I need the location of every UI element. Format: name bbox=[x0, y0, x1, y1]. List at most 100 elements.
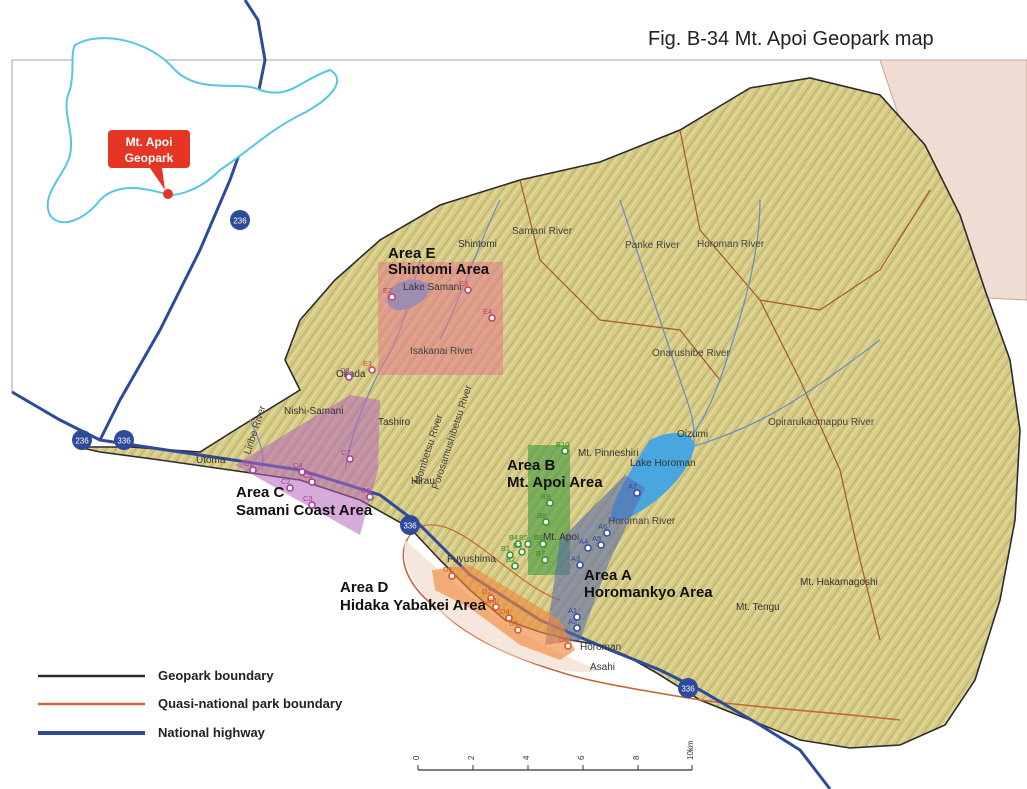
site-dot bbox=[564, 642, 572, 650]
river-label: Onarushibe River bbox=[652, 348, 730, 359]
location-pin-icon bbox=[163, 189, 173, 199]
legend-item: Quasi-national park boundary bbox=[38, 696, 343, 711]
site-dot bbox=[345, 373, 353, 381]
site-dot bbox=[561, 447, 569, 455]
area-e-overlay bbox=[378, 262, 503, 375]
area-e-label: Area E bbox=[388, 245, 436, 262]
site-label: B3 bbox=[513, 541, 522, 550]
place-label: Asahi bbox=[590, 662, 615, 673]
site-dot bbox=[308, 501, 316, 509]
inset-label-line2: Geopark bbox=[125, 151, 174, 165]
site-marker: A6 bbox=[598, 522, 611, 537]
site-dot bbox=[576, 561, 584, 569]
river-label: Horoman River bbox=[608, 516, 676, 527]
site-marker: C8 bbox=[340, 366, 353, 381]
area-e-name: Shintomi Area bbox=[388, 261, 490, 278]
svg-text:336: 336 bbox=[681, 685, 695, 694]
area-a-overlay bbox=[545, 475, 645, 645]
site-dot bbox=[633, 489, 641, 497]
scale-tick-label: 0 bbox=[412, 755, 421, 760]
site-dot bbox=[448, 572, 456, 580]
site-label: C4 bbox=[293, 461, 303, 470]
site-label: C3 bbox=[303, 494, 313, 503]
place-label: Shintomi bbox=[458, 239, 497, 250]
apoi-geopark-callout bbox=[108, 130, 190, 168]
site-label: C6 bbox=[361, 486, 371, 495]
hokkaido-outline bbox=[46, 37, 339, 224]
site-dot bbox=[518, 548, 526, 556]
site-label: A5 bbox=[592, 534, 601, 543]
site-marker: A7 bbox=[628, 482, 641, 497]
site-label: A6 bbox=[598, 522, 607, 531]
site-marker: C2 bbox=[281, 477, 294, 492]
site-label: B5 bbox=[519, 533, 528, 542]
site-dot bbox=[346, 455, 354, 463]
site-dot bbox=[366, 493, 374, 501]
site-marker: C3 bbox=[303, 494, 316, 509]
place-label: Nishi-Samani bbox=[284, 406, 343, 417]
inset-label-line1: Mt. Apoi bbox=[126, 135, 173, 149]
place-label: Tashiro bbox=[378, 417, 411, 428]
svg-text:336: 336 bbox=[403, 522, 417, 531]
area-d-name: Hidaka Yabakei Area bbox=[340, 597, 487, 614]
place-label: Hirau bbox=[411, 476, 435, 487]
site-label: B1 bbox=[501, 544, 510, 553]
site-label: A4 bbox=[579, 537, 588, 546]
scale-tick-label: 10km bbox=[686, 740, 695, 760]
site-marker: D2 bbox=[482, 587, 495, 602]
area-b-name: Mt. Apoi Area bbox=[507, 474, 603, 491]
area-labels: Area E Shintomi Area Area C Samani Coast… bbox=[236, 245, 713, 614]
river-label: Horoman River bbox=[697, 239, 765, 250]
site-label: A2 bbox=[568, 617, 577, 626]
place-label: Mt. Apoi bbox=[543, 532, 579, 543]
site-dot bbox=[524, 540, 532, 548]
site-marker: B10 bbox=[556, 440, 569, 455]
site-dot bbox=[546, 499, 554, 507]
site-label: B4 bbox=[509, 533, 518, 542]
site-marker: A1 bbox=[568, 606, 581, 621]
hokkaido-inset: Mt. Apoi Geopark bbox=[46, 37, 339, 224]
site-marker: B4 bbox=[509, 533, 522, 548]
svg-text:236: 236 bbox=[75, 437, 89, 446]
coastal-zone bbox=[404, 540, 600, 672]
place-label: Utoma bbox=[196, 455, 226, 466]
legend-item: Geopark boundary bbox=[38, 668, 274, 683]
site-dot bbox=[308, 478, 316, 486]
site-marker: C7 bbox=[341, 448, 354, 463]
highway-shield: 336 bbox=[400, 515, 420, 535]
site-dot bbox=[368, 366, 376, 374]
legend-label: National highway bbox=[158, 725, 266, 740]
place-label: Oizumi bbox=[677, 429, 708, 440]
scale-tick-label: 4 bbox=[522, 755, 531, 760]
site-marker: B3 bbox=[513, 541, 526, 556]
site-marker: A2 bbox=[568, 617, 581, 632]
site-dot bbox=[388, 293, 396, 301]
river-label: Panke River bbox=[625, 240, 680, 251]
area-a-label: Area A bbox=[584, 567, 632, 584]
highway-shields: 236 236 336 336 336 bbox=[72, 210, 698, 698]
site-label: D6 bbox=[559, 635, 569, 644]
area-c-name: Samani Coast Area bbox=[236, 502, 373, 519]
area-d-overlay bbox=[432, 565, 575, 660]
site-marker: D5 bbox=[509, 619, 522, 634]
highway-shield: 336 bbox=[114, 430, 134, 450]
site-label: D3 bbox=[487, 596, 497, 605]
site-label: B7 bbox=[536, 549, 545, 558]
site-label: A1 bbox=[568, 606, 577, 615]
site-marker: A5 bbox=[592, 534, 605, 549]
river-label: Samani River bbox=[512, 226, 573, 237]
site-marker: A3 bbox=[571, 554, 584, 569]
callout-pointer bbox=[150, 168, 165, 190]
site-label: D5 bbox=[509, 619, 519, 628]
site-label: C8 bbox=[340, 366, 350, 375]
site-marker: B1 bbox=[501, 544, 514, 559]
site-dot bbox=[539, 540, 547, 548]
highway-shield: 336 bbox=[678, 678, 698, 698]
site-marker: B6 bbox=[534, 533, 547, 548]
site-dot bbox=[541, 556, 549, 564]
site-label: A7 bbox=[628, 482, 637, 491]
site-dot bbox=[511, 562, 519, 570]
figure-title: Fig. B-34 Mt. Apoi Geopark map bbox=[648, 28, 934, 50]
